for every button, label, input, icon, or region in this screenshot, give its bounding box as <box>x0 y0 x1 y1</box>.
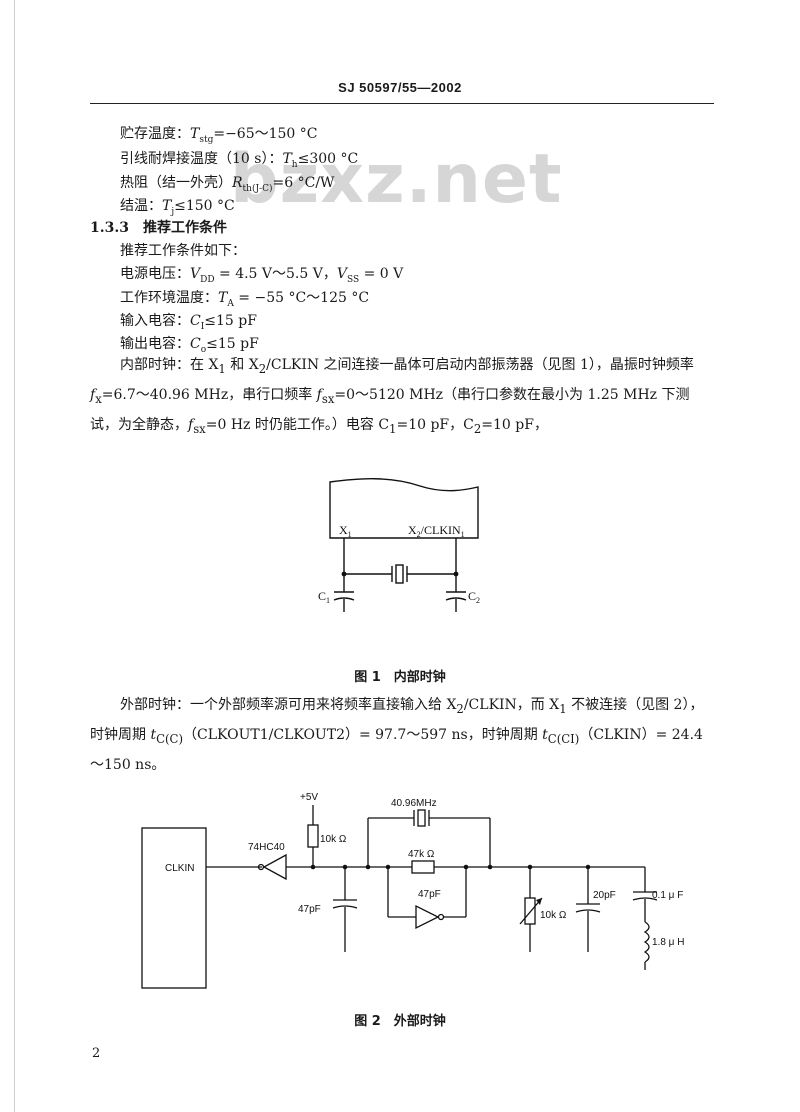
gate-74hc40-label: 74HC40 <box>248 842 285 853</box>
pin-x2-label: X2/CLKIN1 <box>408 523 465 539</box>
intro-line: 推荐工作条件如下： <box>120 243 246 259</box>
feedback-cap-47pf-label: 47pF <box>418 889 441 900</box>
scan-edge <box>14 0 15 1112</box>
pot-10k-label: 10k Ω <box>540 910 567 921</box>
vplus-label: +5V <box>300 792 318 803</box>
c1-label: C1 <box>318 589 330 605</box>
storage-temp-line: 贮存温度：Tstg=−65～150 °C <box>120 126 318 145</box>
solder-temp-line: 引线耐焊接温度（10 s）：Th≤300 °C <box>120 151 359 170</box>
header-rule <box>90 103 714 104</box>
resistor-47k-label: 47k Ω <box>408 849 435 860</box>
cap-20pf-label: 20pF <box>593 890 616 901</box>
crystal-label: 40.96MHz <box>391 798 437 809</box>
thermal-resistance-line: 热阻（结一外壳）Rth(J-C)=6 °C/W <box>120 175 335 194</box>
cap-47pf-label: 47pF <box>298 904 321 915</box>
output-capacitance-line: 输出电容：Co≤15 pF <box>120 336 259 355</box>
internal-clock-figure: X1 X2/CLKIN1 C1 C2 <box>318 478 480 612</box>
document-header: SJ 50597/55—2002 <box>338 80 462 95</box>
figure1-caption: 图 1 内部时钟 <box>354 670 446 685</box>
pin-x1-label: X1 <box>339 523 352 539</box>
page-number: 2 <box>92 1046 101 1061</box>
ambient-temp-line: 工作环境温度：TA = −55 °C～125 °C <box>120 290 370 309</box>
watermark: bzxz.net <box>230 140 563 219</box>
pullup-resistor-label: 10k Ω <box>320 834 347 845</box>
inductor-18uh-label: 1.8 μ H <box>652 937 684 948</box>
section-heading: 1.3.3 推荐工作条件 <box>90 220 227 236</box>
internal-clock-paragraph: 内部时钟：在 X1 和 X2/CLKIN 之间连接一晶体可启动内部振荡器（见图 … <box>90 357 694 436</box>
c2-label: C2 <box>468 589 480 605</box>
cap-01uf-label: 0.1 μ F <box>652 890 683 901</box>
figure2-caption: 图 2 外部时钟 <box>354 1014 446 1029</box>
external-clock-paragraph: 外部时钟：一个外部频率源可用来将频率直接输入给 X2/CLKIN，而 X1 不被… <box>90 697 704 773</box>
supply-voltage-line: 电源电压：VDD = 4.5 V～5.5 V，VSS = 0 V <box>120 266 404 285</box>
input-capacitance-line: 输入电容：CI≤15 pF <box>120 313 257 332</box>
clkin-pin-label: CLKIN <box>165 863 194 874</box>
junction-temp-line: 结温：Tj≤150 °C <box>120 198 235 217</box>
